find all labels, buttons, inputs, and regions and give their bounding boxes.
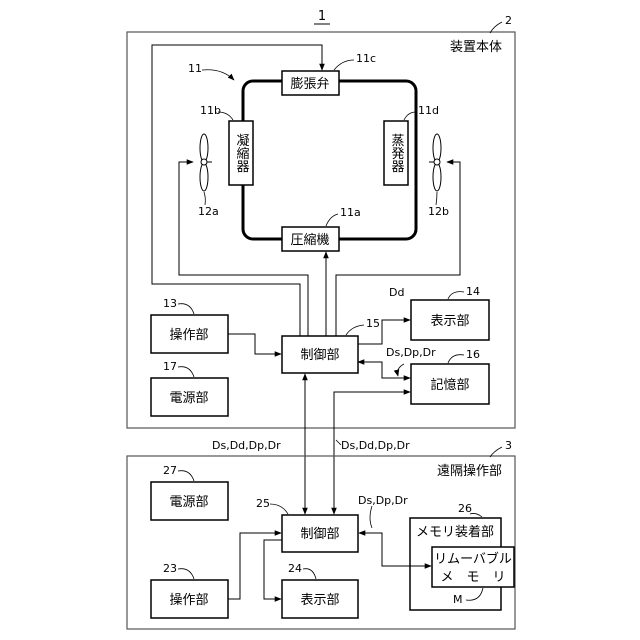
main-power-leader: [178, 367, 194, 377]
system-number: 1: [318, 9, 326, 24]
signal-to-memory: Ds,Dp,Dr: [358, 494, 408, 507]
main-display-label: 表示部: [430, 314, 469, 329]
fan-right-leader: [436, 192, 437, 205]
remote-power-label: 電源部: [169, 495, 208, 510]
refrigerant-circuit-number: 11: [188, 62, 202, 75]
remote-power-leader: [178, 471, 194, 481]
expansion-valve-number: 11c: [356, 52, 376, 65]
remote-operation-label: 操作部: [169, 592, 208, 608]
main-operation-number: 13: [163, 297, 177, 310]
expansion-valve-leader: [334, 60, 354, 70]
main-display-number: 14: [466, 285, 480, 298]
main-unit-number: 2: [505, 14, 512, 27]
remote-operation-leader: [178, 569, 194, 579]
remote-controller-number: 25: [256, 497, 270, 510]
remote-controller-leader: [270, 504, 288, 514]
compressor-label: 圧縮機: [290, 232, 329, 248]
expansion-valve-label: 膨張弁: [290, 77, 329, 92]
signal-to-display: Dd: [389, 286, 404, 299]
main-display-leader: [448, 292, 464, 299]
fan-left-icon: [200, 134, 212, 191]
remote-unit: 3 遠隔操作部 電源部 27 操作部 23 制御部 25 表示部 24 メモリ装…: [127, 439, 515, 629]
main-storage-label: 記憶部: [430, 377, 469, 393]
remote-unit-number: 3: [505, 439, 512, 452]
memory-slot-label: メモリ装着部: [416, 524, 494, 540]
main-operation-label: 操作部: [169, 327, 208, 343]
remote-display-leader: [303, 569, 316, 579]
remote-display-number: 24: [288, 562, 302, 575]
removable-memory-label-1: リムーバブル: [434, 551, 512, 567]
compressor-leader: [326, 214, 338, 226]
evaporator-label: 蒸発器: [389, 134, 405, 174]
fan-left-number: 12a: [198, 205, 219, 218]
memory-slot-number: 26: [458, 502, 472, 515]
signal-to-storage: Ds,Dp,Dr: [386, 346, 436, 359]
main-unit: 2 装置本体 11 膨張弁 11c 凝縮器 11b 蒸発器 11d 圧縮機 11…: [127, 14, 515, 428]
main-power-label: 電源部: [169, 391, 208, 406]
condenser-label: 凝縮器: [234, 133, 250, 174]
link-signal-right: Ds,Dd,Dp,Dr: [341, 439, 410, 452]
removable-memory-label-2: メ モ リ: [440, 570, 505, 585]
main-power-number: 17: [163, 360, 177, 373]
remote-operation-number: 23: [163, 562, 177, 575]
remote-power-number: 27: [163, 464, 177, 477]
fan-right-number: 12b: [428, 205, 449, 218]
remote-unit-title: 遠隔操作部: [437, 463, 502, 479]
main-storage-leader: [448, 355, 464, 363]
main-unit-number-leader: [490, 22, 502, 33]
main-unit-title: 装置本体: [450, 40, 502, 55]
main-connections: [152, 45, 460, 514]
evaporator-number: 11d: [418, 104, 439, 117]
link-signal-left: Ds,Dd,Dp,Dr: [212, 439, 281, 452]
fan-left-leader: [204, 192, 205, 205]
removable-memory-number: M: [453, 593, 463, 606]
evaporator-leader: [404, 112, 416, 120]
main-controller-number: 15: [366, 317, 380, 330]
refrigerant-circuit-leader: [202, 70, 234, 80]
condenser-number: 11b: [200, 104, 221, 117]
main-controller-leader: [346, 325, 364, 335]
signal-to-memory-leader: [370, 506, 372, 528]
fan-right-icon: [429, 134, 441, 191]
main-storage-number: 16: [466, 348, 480, 361]
remote-controller-label: 制御部: [300, 527, 339, 542]
main-operation-leader: [178, 304, 194, 314]
compressor-number: 11a: [340, 206, 361, 219]
main-controller-label: 制御部: [300, 348, 339, 363]
remote-display-label: 表示部: [300, 593, 339, 608]
